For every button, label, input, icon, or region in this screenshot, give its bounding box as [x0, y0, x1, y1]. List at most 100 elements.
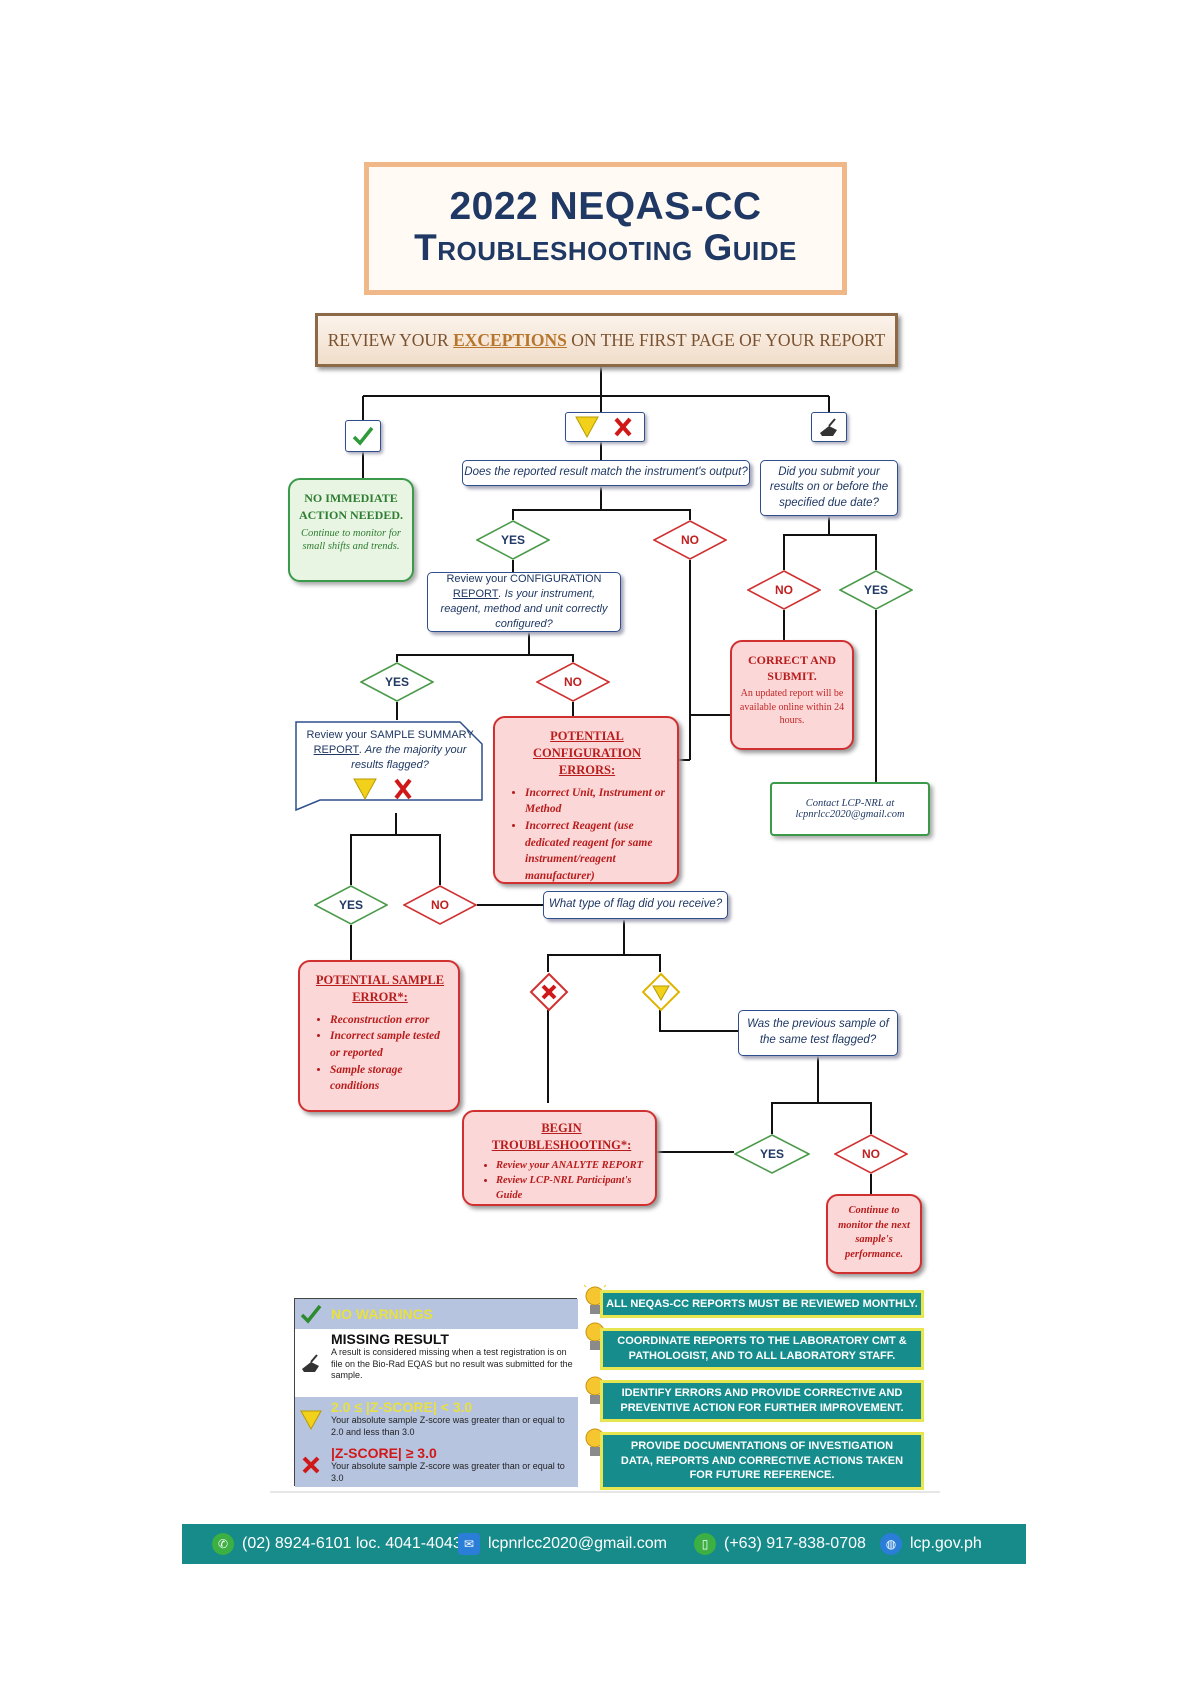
decision-no-summary-label: NO [431, 898, 449, 912]
sample-summary-text: Review your SAMPLE SUMMARY REPORT. Are t… [302, 728, 478, 773]
decision-yes-submit: YES [839, 570, 913, 610]
continue-monitor-box: Continue to monitor the next sample's pe… [826, 1194, 922, 1274]
sample-error-list: Reconstruction error Incorrect sample te… [310, 1012, 450, 1095]
legend-row-warning: 2.0 ≤ |Z-SCORE| < 3.0 Your absolute samp… [295, 1397, 578, 1444]
decision-yes-config-label: YES [384, 675, 409, 689]
lightbulb-icon [584, 1374, 606, 1408]
correct-submit-note: An updated report will be available onli… [739, 688, 845, 727]
decision-no-config-label: NO [564, 675, 582, 689]
cross-icon [295, 1443, 328, 1487]
config-q-link[interactable]: REPORT [452, 588, 499, 601]
decision-no-submit: NO [747, 570, 821, 610]
mail-icon: ✉ [458, 1533, 480, 1555]
decision-no-match-label: NO [681, 533, 699, 547]
summary-q-link[interactable]: REPORT [313, 743, 360, 756]
check-icon [345, 420, 381, 452]
troubleshooting-list: Review your ANALYTE REPORT Review LCP-NR… [476, 1158, 647, 1204]
globe-icon: ◍ [880, 1533, 902, 1555]
footer-mobile-text: (+63) 917-838-0708 [724, 1535, 866, 1552]
hand-writing-icon [811, 412, 847, 442]
config-q-post: . Is your instrument, reagent, method an… [440, 588, 608, 630]
flag-cross-diamond [529, 972, 569, 1012]
configuration-errors-box: POTENTIAL CONFIGURATION ERRORS: Incorrec… [493, 716, 679, 884]
footer-mobile[interactable]: ▯ (+63) 917-838-0708 [694, 1524, 866, 1564]
decision-no-submit-label: NO [775, 583, 793, 597]
sample-error-item: Incorrect sample tested or reported [330, 1028, 450, 1061]
footer-phone[interactable]: ✆ (02) 8924-6101 loc. 4041-4043 [212, 1524, 462, 1564]
contact-email[interactable]: lcpnrlcc2020@gmail.com [795, 809, 905, 820]
troubleshooting-item: Review LCP-NRL Participant's Guide [496, 1173, 647, 1203]
decision-no-config: NO [536, 662, 610, 702]
legend-table: NO WARNINGS MISSING RESULT A result is c… [294, 1298, 578, 1487]
decision-no-previous-label: NO [862, 1147, 880, 1161]
title-panel: 2022 NEQAS-CC Troubleshooting Guide [364, 162, 847, 295]
contact-footer: ✆ (02) 8924-6101 loc. 4041-4043 ✉ lcpnrl… [182, 1524, 1026, 1564]
no-action-title: NO IMMEDIATE ACTION NEEDED. [298, 491, 403, 522]
correct-submit-title: CORRECT AND SUBMIT. [747, 653, 837, 684]
sample-error-title: POTENTIAL SAMPLE ERROR*: [315, 973, 445, 1004]
cross-icon [529, 972, 569, 1012]
review-post: ON THE FIRST PAGE OF YOUR REPORT [566, 329, 886, 350]
decision-yes-previous-label: YES [759, 1147, 784, 1161]
config-error-item: Incorrect Reagent (use dedicated reagent… [525, 818, 669, 885]
decision-no-match: NO [653, 520, 727, 560]
config-q-pre: Review your CONFIGURATION [446, 573, 602, 586]
contact-box: Contact LCP-NRL at lcpnrlcc2020@gmail.co… [770, 782, 930, 836]
tip-provide-documentation: PROVIDE DOCUMENTATIONS OF INVESTIGATION … [600, 1432, 924, 1490]
decision-yes-submit-label: YES [863, 583, 888, 597]
question-previous-sample: Was the previous sample of the same test… [738, 1010, 898, 1056]
decision-yes-summary: YES [314, 885, 388, 925]
no-action-note: Continue to monitor for small shifts and… [300, 527, 402, 553]
footer-web-text: lcp.gov.ph [910, 1535, 982, 1552]
review-exceptions-banner: REVIEW YOUR EXCEPTIONS ON THE FIRST PAGE… [315, 313, 898, 367]
legend-title: NO WARNINGS [331, 1306, 433, 1322]
troubleshooting-item: Review your ANALYTE REPORT [496, 1158, 647, 1173]
hand-writing-icon [295, 1329, 328, 1397]
sample-summary-shape [295, 721, 483, 812]
footer-website[interactable]: ◍ lcp.gov.ph [880, 1524, 982, 1564]
summary-warning-cross-icons [353, 778, 412, 801]
tip-identify-errors: IDENTIFY ERRORS AND PROVIDE CORRECTIVE A… [600, 1380, 924, 1422]
legend-title: MISSING RESULT [331, 1331, 449, 1347]
sample-error-item: Reconstruction error [330, 1012, 450, 1029]
config-errors-list: Incorrect Unit, Instrument or Method Inc… [505, 785, 669, 885]
legend-row-no-warnings: NO WARNINGS [295, 1299, 578, 1330]
contact-pre: Contact LCP-NRL at [805, 798, 895, 809]
summary-q-post: . Are the majority your results flagged? [351, 743, 467, 771]
footer-email-text: lcpnrlcc2020@gmail.com [488, 1535, 667, 1552]
tip-review-monthly: ALL NEQAS-CC REPORTS MUST BE REVIEWED MO… [600, 1290, 924, 1318]
review-pre: REVIEW YOUR [327, 329, 454, 350]
review-emph: EXCEPTIONS [453, 329, 567, 350]
summary-q-pre: Review your SAMPLE SUMMARY [306, 729, 474, 741]
warning-icon [641, 972, 681, 1012]
decision-yes-summary-label: YES [338, 898, 363, 912]
correct-and-submit-box: CORRECT AND SUBMIT. An updated report wi… [730, 640, 854, 750]
config-errors-title: POTENTIAL CONFIGURATION ERRORS: [532, 729, 642, 777]
legend-title: 2.0 ≤ |Z-SCORE| < 3.0 [331, 1399, 473, 1415]
question-flag-type: What type of flag did you receive? [543, 891, 728, 919]
decision-yes-match-label: YES [500, 533, 525, 547]
no-action-box: NO IMMEDIATE ACTION NEEDED. Continue to … [288, 478, 414, 582]
troubleshooting-title: BEGIN TROUBLESHOOTING*: [491, 1121, 632, 1152]
question-match-output: Does the reported result match the instr… [462, 460, 750, 486]
title-line-1: 2022 NEQAS-CC [449, 185, 762, 228]
mobile-phone-icon: ▯ [694, 1533, 716, 1555]
footer-phone-text: (02) 8924-6101 loc. 4041-4043 [242, 1535, 462, 1552]
sample-error-item: Sample storage conditions [330, 1062, 450, 1095]
decision-yes-previous: YES [734, 1134, 810, 1174]
question-configuration-report: Review your CONFIGURATION REPORT. Is you… [427, 572, 621, 632]
flag-warning-diamond [641, 972, 681, 1012]
footer-email[interactable]: ✉ lcpnrlcc2020@gmail.com [458, 1524, 667, 1564]
begin-troubleshooting-box: BEGIN TROUBLESHOOTING*: Review your ANAL… [462, 1110, 657, 1206]
decision-no-summary: NO [403, 885, 477, 925]
title-line-2: Troubleshooting Guide [414, 227, 797, 268]
legend-title: |Z-SCORE| ≥ 3.0 [331, 1445, 437, 1461]
sample-error-box: POTENTIAL SAMPLE ERROR*: Reconstruction … [298, 960, 460, 1112]
decision-no-previous: NO [834, 1134, 908, 1174]
legend-desc: Your absolute sample Z-score was greater… [331, 1461, 565, 1483]
warning-icon [295, 1397, 328, 1443]
legend-desc: A result is considered missing when a te… [331, 1347, 573, 1381]
warning-and-cross-icons [565, 412, 645, 442]
legend-row-missing-result: MISSING RESULT A result is considered mi… [295, 1329, 578, 1398]
